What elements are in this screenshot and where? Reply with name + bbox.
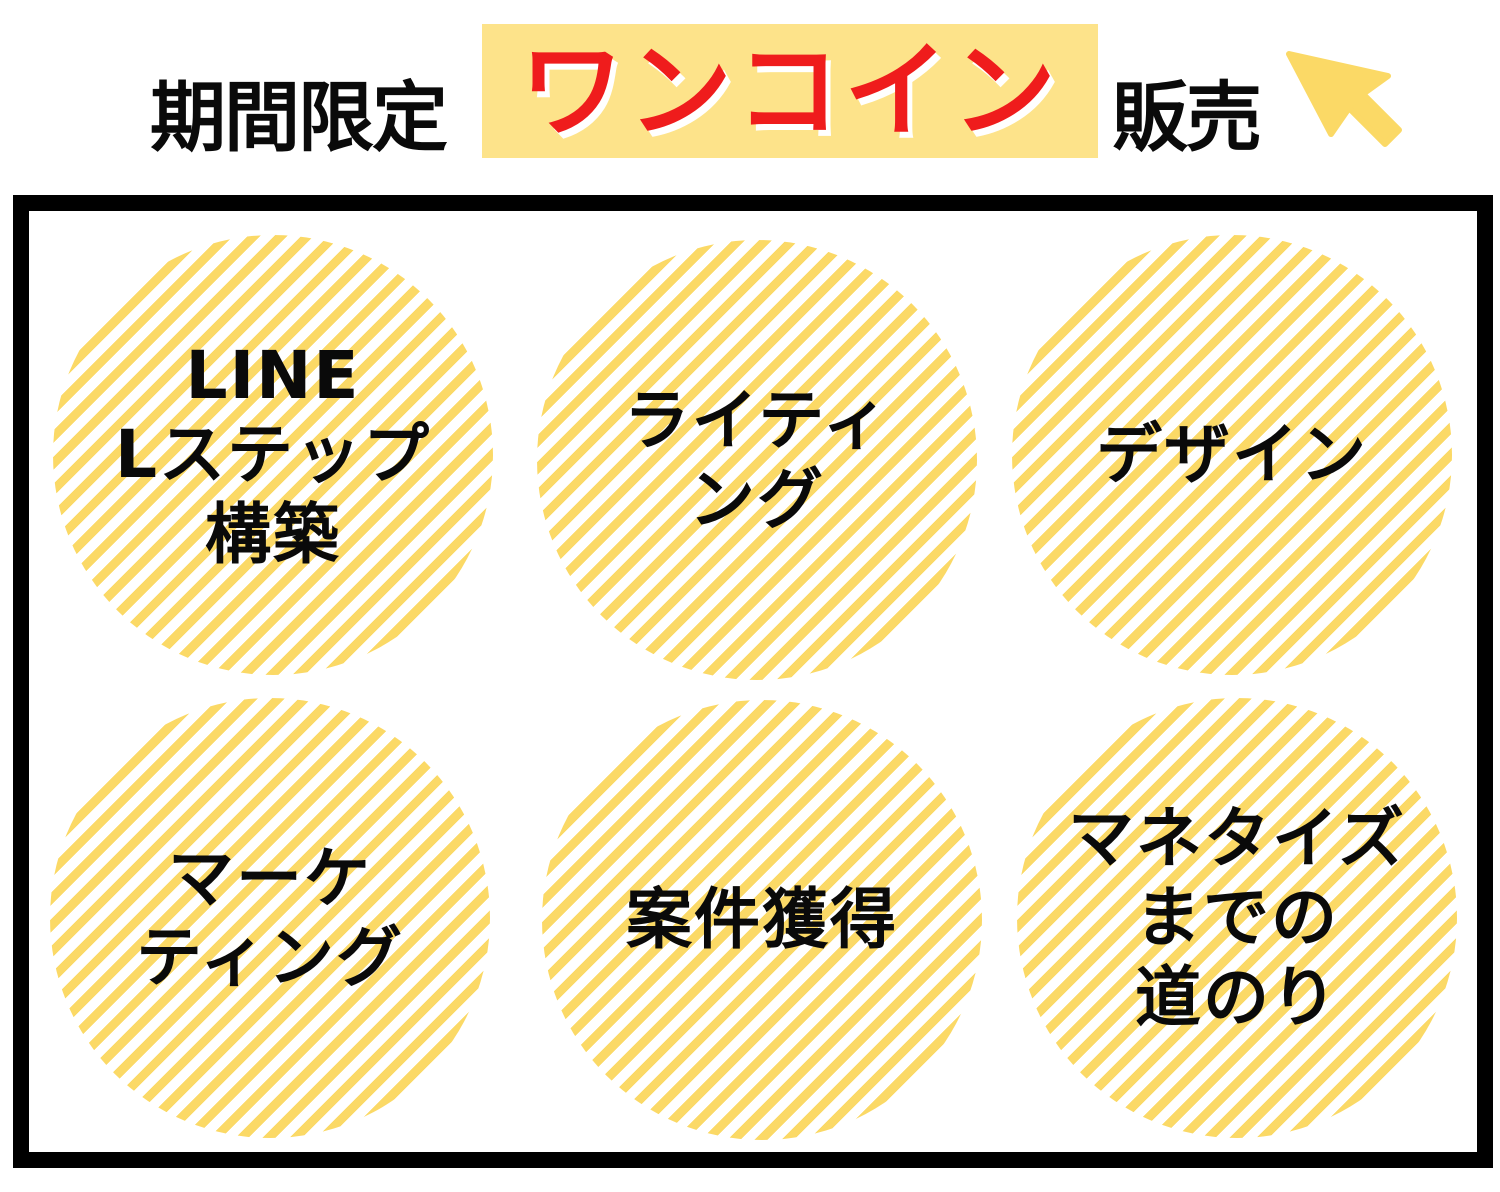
service-label: デザイン bbox=[1096, 416, 1368, 494]
header-suffix: 販売 bbox=[1112, 73, 1262, 162]
service-circle-monetize[interactable]: マネタイズ までの 道のり bbox=[1017, 698, 1457, 1138]
service-label: LINE Lステップ 構築 bbox=[114, 337, 432, 573]
header-prefix: 期間限定 bbox=[150, 73, 448, 162]
service-circle-acquisition[interactable]: 案件獲得 bbox=[542, 700, 982, 1140]
highlight-banner: ワンコイン bbox=[482, 24, 1098, 158]
service-label: マーケ ティング bbox=[135, 839, 405, 996]
service-circle-line-lstep[interactable]: LINE Lステップ 構築 bbox=[53, 235, 493, 675]
service-label: 案件獲得 bbox=[626, 881, 898, 959]
cursor-arrow-icon bbox=[1285, 50, 1415, 150]
service-label: ライティ ング bbox=[623, 381, 891, 538]
service-label: マネタイズ までの 道のり bbox=[1067, 800, 1407, 1036]
highlight-text: ワンコイン bbox=[519, 30, 1060, 152]
service-circle-writing[interactable]: ライティ ング bbox=[537, 240, 977, 680]
service-circle-design[interactable]: デザイン bbox=[1012, 235, 1452, 675]
service-circle-marketing[interactable]: マーケ ティング bbox=[50, 698, 490, 1138]
header: 期間限定 ワンコイン 販売 bbox=[0, 0, 1500, 180]
